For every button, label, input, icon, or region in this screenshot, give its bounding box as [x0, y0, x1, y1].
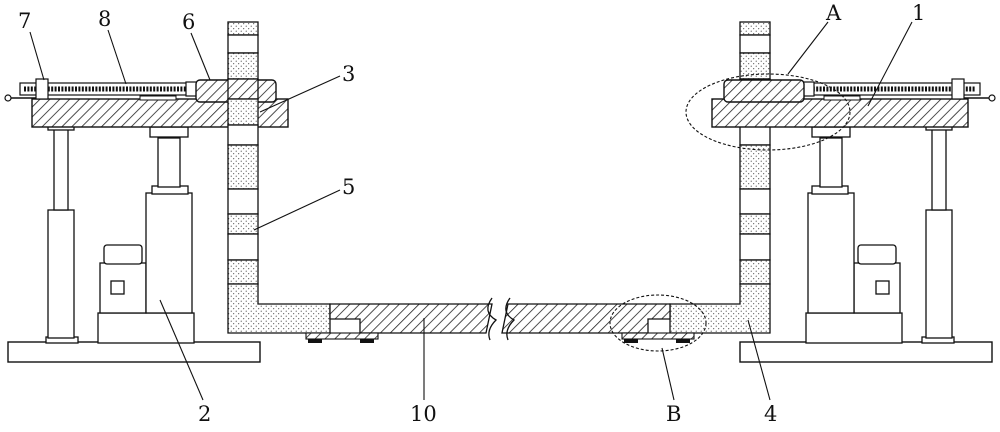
right-assembly — [711, 78, 996, 363]
callout-8: 8 — [98, 7, 111, 31]
right-base-plate — [739, 341, 993, 363]
break-mark-left — [487, 297, 498, 341]
left-column-segments — [227, 21, 259, 285]
detail-circle-b — [609, 294, 707, 352]
left-outer-support — [45, 124, 79, 344]
callout-6: 6 — [182, 10, 195, 34]
callout-4: 4 — [764, 402, 777, 426]
left-hydraulic-cylinder — [145, 126, 193, 314]
right-beam-segment — [501, 303, 671, 334]
callout-10: 10 — [410, 402, 437, 426]
callout-7: 7 — [18, 9, 31, 33]
break-mark-right — [505, 297, 516, 341]
right-top-plate — [711, 98, 969, 128]
callout-3: 3 — [342, 62, 355, 86]
callout-1: 1 — [912, 1, 925, 25]
u-frame — [227, 21, 771, 343]
callout-b: B — [666, 402, 681, 426]
left-screw-rod — [4, 78, 201, 102]
leader-lines — [29, 21, 913, 401]
right-screw-rod — [799, 78, 996, 102]
left-l-foot — [227, 283, 331, 334]
callout-2: 2 — [198, 402, 211, 426]
right-hydraulic-cylinder — [807, 126, 855, 314]
left-beam-segment — [329, 303, 493, 334]
bottom-clip-left — [305, 332, 379, 343]
right-outer-support — [921, 124, 955, 344]
callout-a: A — [825, 1, 842, 25]
left-base-plate — [7, 341, 261, 363]
bottom-clip-right — [621, 332, 695, 343]
detail-circle-a — [685, 73, 851, 151]
right-l-foot — [669, 283, 771, 334]
callout-5: 5 — [342, 175, 355, 199]
right-nut-block — [723, 79, 805, 103]
right-motor — [805, 244, 903, 344]
right-column-segments — [739, 21, 771, 285]
